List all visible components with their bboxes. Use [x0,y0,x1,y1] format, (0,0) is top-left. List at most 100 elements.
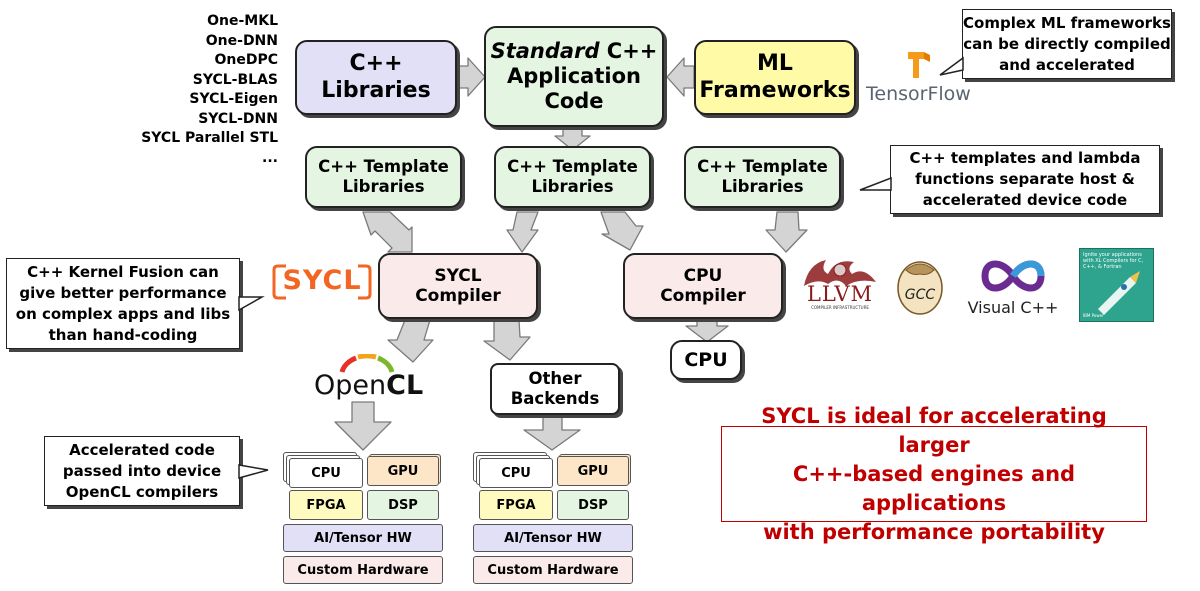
application-code-box: Standard C++ Application Code [484,26,664,127]
cpu-compiler-line2: Compiler [660,286,746,306]
sycl-compiler-line2: Compiler [415,286,501,306]
conclusion-line1: SYCL is ideal for accelerating larger [761,403,1107,457]
callout-fusion-line2: give better performance [19,283,227,302]
opencl-open: Open [314,370,387,401]
hw-custom-label: Custom Hardware [487,562,619,578]
hw-dsp-label: DSP [578,497,608,513]
hw-dsp: DSP [557,490,629,520]
hw-gpu-label: GPU [577,463,609,479]
hw-cpu: CPU [289,458,363,488]
template-libraries-box-3: C++ Template Libraries [684,146,841,208]
library-list: One-MKL One-DNN OneDPC SYCL-BLAS SYCL-Ei… [120,12,278,168]
callout-fusion-line4: than hand-coding [48,325,198,344]
hw-fpga-label: FPGA [496,497,536,513]
hw-cpu-label: CPU [311,465,341,481]
arrow-sycl-to-other [483,319,531,361]
hw-ai-label: AI/Tensor HW [314,530,412,546]
callout-templates-line3: accelerated device code [922,191,1128,209]
template-line1: C++ Template [318,157,449,177]
hw-fpga: FPGA [289,490,363,520]
library-item: SYCL Parallel STL [141,130,278,146]
library-item: OneDPC [214,52,278,68]
sycl-logo: SYCL [272,262,372,302]
sycl-compiler-line1: SYCL [434,265,482,286]
cpu-compiler-line1: CPU [683,265,723,286]
library-item: SYCL-DNN [198,110,278,127]
visualcpp-infinity-icon [981,260,1045,292]
llvm-logo: LLVM COMPILER INFRASTRUCTURE [798,256,882,312]
arrow-libraries-to-app [457,57,486,97]
hw-dsp-label: DSP [388,497,418,513]
cpp-libraries-line2: Libraries [321,77,431,103]
hw-gpu-label: GPU [387,463,419,479]
hw-fpga: FPGA [479,490,553,520]
cpp-word: C++ [599,38,658,63]
gcc-wordmark: GCC [904,287,936,303]
xl-compilers-banner: Ignite your applications with XL Compile… [1079,248,1154,322]
cpu-target-box: CPU [670,340,742,380]
hw-cpu-label: CPU [501,465,531,481]
opencl-wordmark: OpenCL [314,370,423,401]
hw-dsp: DSP [367,490,439,520]
llvm-subtitle: COMPILER INFRASTRUCTURE [811,305,869,310]
arrow-other-to-hw [523,416,581,451]
hw-ai-label: AI/Tensor HW [504,530,602,546]
callout-fusion-line3: on complex apps and libs [15,304,231,323]
hw-gpu: GPU [367,456,439,486]
arrow-app-down [554,127,591,151]
template-line2: Libraries [342,177,425,196]
hw-gpu: GPU [557,456,629,486]
application-code-line2: Application [507,63,641,88]
callout-accel-line2: passed into device [62,461,222,480]
arrow-tl2-right-to-cpu [600,211,644,251]
ml-frameworks-line2: Frameworks [699,77,851,103]
callout-ml-line3: and accelerated [999,55,1135,74]
library-item: ... [262,149,278,166]
callout-accelerated-code: Accelerated code passed into device Open… [44,436,240,506]
arrow-tl2-left-to-sycl [506,211,539,253]
opencl-logo: OpenCL [312,353,423,404]
hw-custom: Custom Hardware [473,556,633,584]
callout-accel-line1: Accelerated code [69,440,215,459]
cpu-compiler-box: CPU Compiler [623,253,783,319]
hw-cpu: CPU [479,458,553,488]
sycl-compiler-box: SYCL Compiler [378,253,538,319]
template-line2: Libraries [721,177,804,196]
callout-templates-line2: functions separate host & [915,170,1135,188]
tensorflow-logo: TensorFlow [866,50,971,110]
callout-accel-line3: OpenCL compilers [65,482,219,501]
arrow-opencl-to-hw [334,401,392,451]
template-libraries-box-1: C++ Template Libraries [305,146,462,208]
opencl-cl: CL [386,370,424,401]
template-line1: C++ Template [697,157,828,177]
cpu-target-label: CPU [684,348,728,371]
xl-banner-bottom: IBM Power [1083,313,1104,318]
arrow-cpucompiler-to-cpu [685,317,729,343]
gcc-logo: GCC [894,256,946,316]
tensorflow-wordmark: TensorFlow [866,83,971,105]
sycl-wordmark: SYCL [282,265,362,296]
other-backends-line1: Other [528,369,582,389]
arrow-ml-to-app [666,57,695,97]
hw-ai-tensor: AI/Tensor HW [473,524,633,552]
opencl-arc-icon [339,353,395,373]
xl-banner-text: Ignite your applications with XL Compile… [1083,252,1144,270]
llvm-dragon-icon [804,260,876,286]
template-line1: C++ Template [507,157,638,177]
standard-italic: Standard [490,38,600,63]
other-backends-box: Other Backends [490,363,620,415]
other-backends-line2: Backends [510,389,600,408]
callout-ml-frameworks: Complex ML frameworks can be directly co… [962,9,1172,79]
template-line2: Libraries [531,177,614,196]
application-code-line1: Standard C++ [491,39,658,64]
callout-ml-line1: Complex ML frameworks [963,13,1171,32]
conclusion-line2: C++-based engines and applications [792,461,1076,515]
library-item: One-DNN [205,32,278,49]
library-item: One-MKL [207,13,278,29]
callout-templates: C++ templates and lambda functions separ… [890,145,1160,214]
ml-frameworks-line1: ML [757,51,793,77]
callout-ml-line2: can be directly compiled [963,34,1171,53]
